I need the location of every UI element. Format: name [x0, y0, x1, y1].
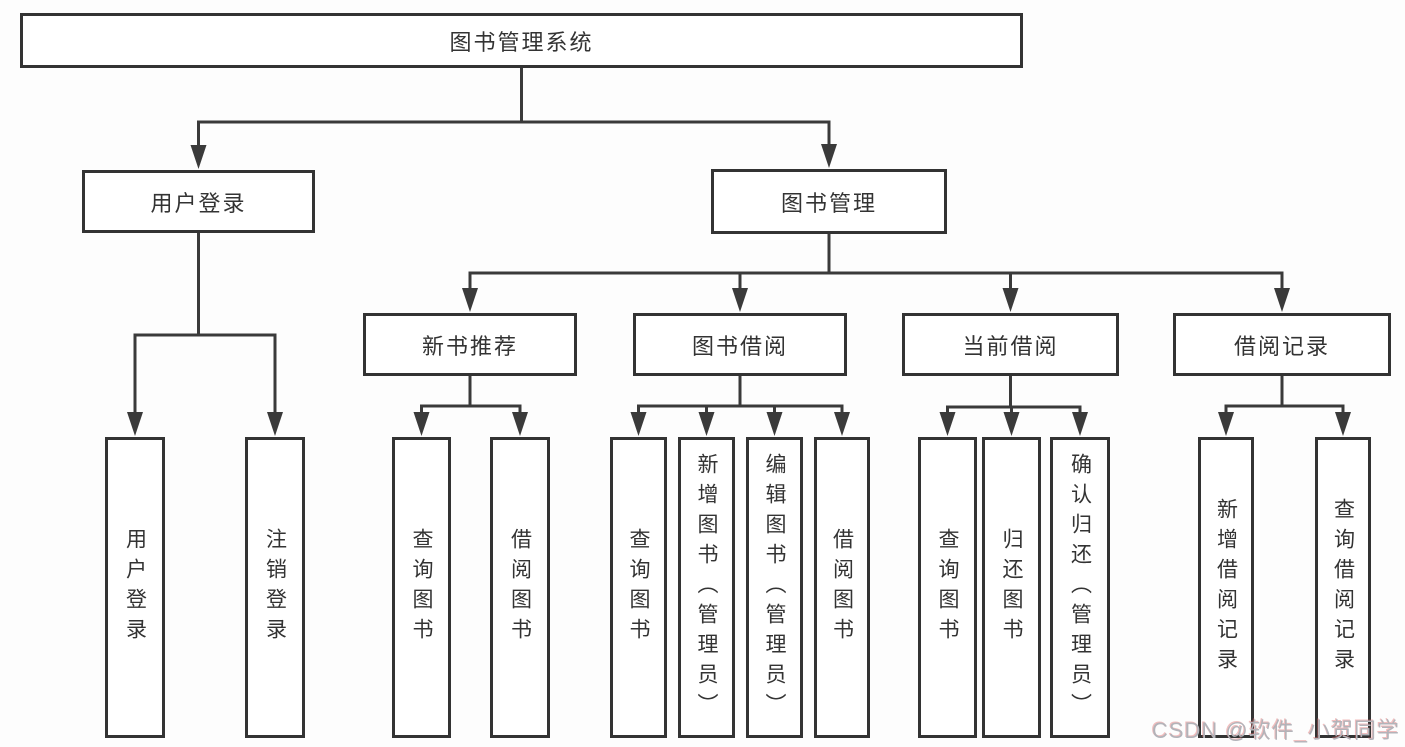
node-user-login-label: 用户登录: [150, 190, 247, 216]
leaf-edit-book-admin-label: 编辑图书（管理员）: [763, 452, 786, 723]
leaf-confirm-return-admin-label: 确认归还（管理员）: [1068, 452, 1092, 723]
leaf-borrow-books-1-label: 借阅图书: [508, 527, 532, 648]
leaf-query-books-3: 查询图书: [918, 437, 977, 738]
leaf-add-borrowing-record: 新增借阅记录: [1198, 437, 1254, 738]
leaf-edit-book-admin: 编辑图书（管理员）: [746, 437, 803, 738]
node-book-management-label: 图书管理: [780, 190, 877, 216]
leaf-user-login-label: 用户登录: [123, 527, 147, 648]
leaf-logout-label: 注销登录: [263, 527, 287, 648]
node-library-management-system: 图书管理系统: [20, 13, 1023, 68]
leaf-query-borrowing-record: 查询借阅记录: [1315, 437, 1371, 738]
leaf-borrow-books-2: 借阅图书: [814, 437, 870, 738]
watermark: CSDN @软件_小贺同学: [1151, 718, 1400, 743]
node-new-book-recommendation-label: 新书推荐: [421, 333, 518, 359]
node-borrowing-records: 借阅记录: [1173, 313, 1391, 376]
leaf-logout: 注销登录: [245, 437, 305, 738]
leaf-add-book-admin: 新增图书（管理员）: [678, 437, 735, 738]
leaf-confirm-return-admin: 确认归还（管理员）: [1050, 437, 1110, 738]
node-new-book-recommendation: 新书推荐: [363, 313, 577, 376]
node-book-borrowing-label: 图书借阅: [691, 333, 788, 359]
leaf-query-books-1-label: 查询图书: [410, 527, 433, 648]
leaf-query-books-3-label: 查询图书: [936, 527, 959, 648]
node-borrowing-records-label: 借阅记录: [1233, 333, 1330, 359]
node-user-login: 用户登录: [82, 170, 315, 233]
leaf-borrow-books-1: 借阅图书: [490, 437, 550, 738]
leaf-query-books-2: 查询图书: [610, 437, 667, 738]
node-library-management-system-label: 图书管理系统: [449, 29, 594, 55]
leaf-add-borrowing-record-label: 新增借阅记录: [1214, 497, 1238, 678]
node-book-management: 图书管理: [711, 169, 947, 234]
leaf-add-book-admin-label: 新增图书（管理员）: [695, 452, 718, 723]
leaf-user-login: 用户登录: [105, 437, 165, 738]
leaf-return-books-label: 归还图书: [1000, 527, 1023, 648]
leaf-query-books-1: 查询图书: [392, 437, 451, 738]
leaf-query-books-2-label: 查询图书: [627, 527, 650, 648]
node-current-borrowing: 当前借阅: [902, 313, 1119, 376]
node-book-borrowing: 图书借阅: [633, 313, 847, 376]
leaf-borrow-books-2-label: 借阅图书: [830, 527, 854, 648]
node-current-borrowing-label: 当前借阅: [962, 333, 1059, 359]
leaf-query-borrowing-record-label: 查询借阅记录: [1331, 497, 1355, 678]
leaf-return-books: 归还图书: [982, 437, 1041, 738]
